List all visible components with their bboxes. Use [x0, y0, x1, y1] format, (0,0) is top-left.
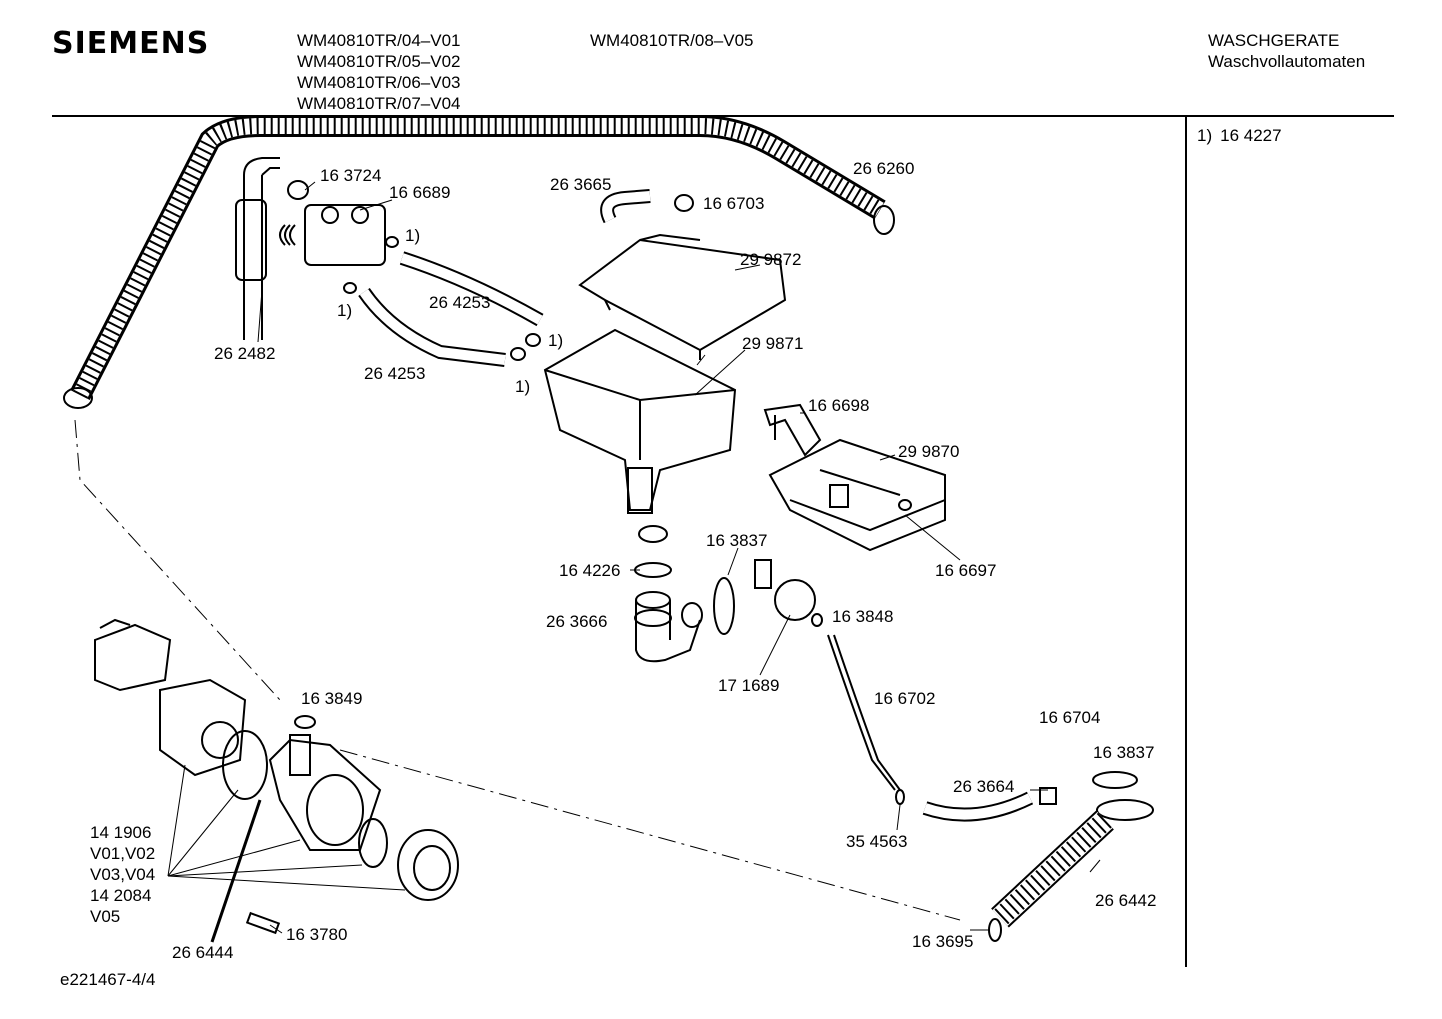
model-item: WM40810TR/05–V02: [297, 52, 461, 71]
model-item: WM40810TR/08–V05: [590, 31, 754, 50]
brand-logo: SIEMENS: [52, 26, 210, 61]
label-164226: 16 4226: [559, 561, 621, 580]
label-166704: 16 6704: [1039, 708, 1101, 727]
clamp-163695: [988, 918, 1002, 942]
label-264253-lower: 26 4253: [364, 364, 426, 383]
model-list-right: WM40810TR/08–V05: [590, 30, 753, 51]
marker-1-lower: 1): [515, 377, 531, 396]
pump-cover: [94, 623, 172, 692]
label-266444: 26 6444: [172, 943, 234, 962]
side-note: 1) 16 4227: [1197, 126, 1290, 146]
exploded-parts-diagram: [63, 115, 1154, 943]
label-163837-b: 16 3837: [1093, 743, 1155, 762]
cover-166698: [763, 403, 822, 457]
label-263665: 26 3665: [550, 175, 612, 194]
label-266442: 26 6442: [1095, 891, 1157, 910]
marker-1-left: 1): [337, 301, 353, 320]
pump-motor: [159, 678, 247, 777]
category-line-1: WASCHGERATE: [1208, 31, 1340, 50]
label-163724: 16 3724: [320, 166, 382, 185]
model-item: WM40810TR/04–V01: [297, 31, 461, 50]
label-163848: 16 3848: [832, 607, 894, 626]
pump-group-label: 14 1906 V01,V02 V03,V04 14 2084 V05: [90, 822, 155, 927]
label-266260: 26 6260: [853, 159, 915, 178]
category-line-2: Waschvollautomaten: [1208, 52, 1366, 71]
label-171689: 17 1689: [718, 676, 780, 695]
model-item: WM40810TR/06–V03: [297, 73, 461, 92]
pump-group-line: 14 2084: [90, 886, 152, 905]
label-166698: 16 6698: [808, 396, 870, 415]
cable-266444: [210, 799, 262, 943]
label-262482: 26 2482: [214, 344, 276, 363]
clamp-163837b: [1092, 771, 1138, 789]
pump-group-line: V01,V02: [90, 844, 156, 863]
dispenser-drawer-299870: [768, 438, 946, 552]
label-163849: 16 3849: [301, 689, 363, 708]
part-163780: [245, 911, 281, 935]
label-166697: 16 6697: [935, 561, 997, 580]
label-163780: 16 3780: [286, 925, 348, 944]
note-marker: 1): [1197, 126, 1213, 145]
inlet-hose-262482: [243, 175, 263, 340]
ring-164226: [638, 525, 668, 543]
label-299871: 29 9871: [742, 334, 804, 353]
pressure-switch-171689: [774, 579, 816, 621]
hose-263666: [635, 600, 701, 663]
dispenser-housing-299871: [543, 328, 737, 511]
label-163695: 16 3695: [912, 932, 974, 951]
label-163837: 16 3837: [706, 531, 768, 550]
drain-hose-inner: [72, 118, 885, 399]
marker-1-right: 1): [548, 331, 564, 350]
model-list-left: WM40810TR/04–V01 WM40810TR/05–V02 WM4081…: [297, 30, 460, 114]
pump-group-line: 14 1906: [90, 823, 152, 842]
label-166702: 16 6702: [874, 689, 936, 708]
valve-block: [304, 204, 386, 266]
clamp-163724: [287, 180, 309, 200]
filter-seal: [358, 818, 388, 868]
label-299870: 29 9870: [898, 442, 960, 461]
label-263664: 26 3664: [953, 777, 1015, 796]
marker-1-valve: 1): [405, 226, 421, 245]
label-264253-upper: 26 4253: [429, 293, 491, 312]
label-166689: 16 6689: [389, 183, 451, 202]
header-rule: [52, 115, 1394, 117]
document-code: e221467-4/4: [60, 970, 156, 989]
pump-seal-ring: [222, 730, 268, 800]
model-item: WM40810TR/07–V04: [297, 94, 461, 113]
pump-group-line: V05: [90, 907, 121, 926]
fitting-166704: [1039, 787, 1057, 805]
clamp-163837: [713, 577, 735, 635]
label-166703: 16 6703: [703, 194, 765, 213]
label-354563: 35 4563: [846, 832, 908, 851]
drain-filter: [397, 829, 459, 901]
pump-group-line: V03,V04: [90, 865, 156, 884]
note-part: 16 4227: [1220, 126, 1282, 145]
hose-end-fitting: [63, 387, 93, 409]
label-263666: 26 3666: [546, 612, 608, 631]
pressure-switch-bracket: [754, 559, 772, 589]
clamp-163849: [294, 715, 316, 729]
category-heading: WASCHGERATE Waschvollautomaten: [1208, 30, 1365, 72]
side-column-rule: [1185, 117, 1187, 967]
tube-166702: [827, 634, 896, 791]
clamp-166703: [674, 194, 694, 212]
label-299872: 29 9872: [740, 250, 802, 269]
